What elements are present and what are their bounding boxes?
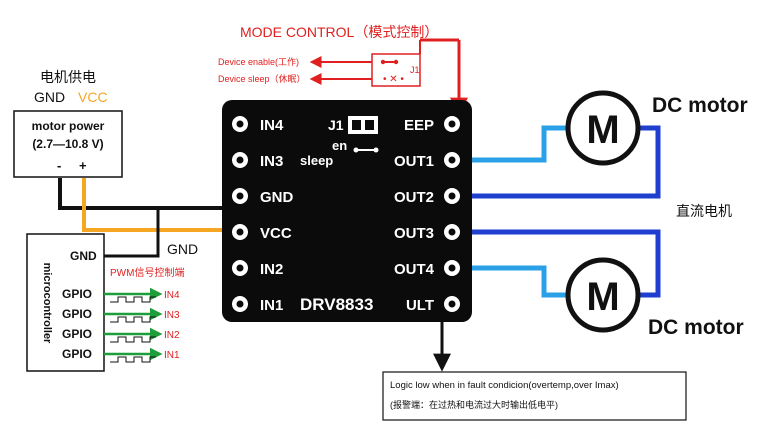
fault-line-1: Logic low when in fault condicion(overte… xyxy=(390,380,619,391)
gpio-label: GPIO xyxy=(62,287,92,301)
motor-top: M xyxy=(565,90,641,166)
power-plus-label: + xyxy=(79,158,87,173)
wire-power-gnd xyxy=(58,178,238,210)
motor-symbol-circle xyxy=(565,257,641,333)
pin-label-left: VCC xyxy=(260,225,292,242)
supply-vcc-label: VCC xyxy=(78,89,108,105)
power-minus-label: - xyxy=(57,158,61,173)
wire-out2 xyxy=(458,125,661,199)
motor-symbol: M xyxy=(586,108,619,152)
microcontroller-box xyxy=(26,233,105,372)
fault-line-2: (报警端：在过热和电流过大时输出低电平) xyxy=(390,399,558,410)
motor-symbol-circle xyxy=(565,90,641,166)
board-jumper-label: J1 xyxy=(328,117,344,133)
board-jumper-pad xyxy=(365,120,374,130)
pin-label-left: IN4 xyxy=(260,117,284,134)
board-dot xyxy=(373,147,379,153)
motor-power-box xyxy=(13,110,123,178)
device-enable-label: Device enable(工作) xyxy=(218,56,299,67)
pin-label-right: EEP xyxy=(404,117,434,134)
fault-box xyxy=(382,371,687,421)
motor-bottom-label: DC motor xyxy=(648,316,744,339)
pin-label-right: ULT xyxy=(406,297,434,314)
left-pins: IN4 IN3 GND VCC IN2 IN1 xyxy=(232,116,294,314)
microcontroller-label: microcontroller xyxy=(41,263,53,344)
device-sleep-label: Device sleep（休眠） xyxy=(218,73,306,84)
pin-label-left: GND xyxy=(260,189,294,206)
motor-bottom: M xyxy=(565,257,641,333)
dc-motor-chinese-label: 直流电机 xyxy=(676,203,732,219)
pin-label-left: IN1 xyxy=(260,297,283,314)
pwm-wave xyxy=(110,296,156,303)
motor-top-label: DC motor xyxy=(652,94,748,117)
gpio-rows: GPIO GPIO GPIO GPIO IN4 IN3 IN2 IN1 xyxy=(62,287,180,363)
mode-control-title: MODE CONTROL（模式控制） xyxy=(240,24,438,40)
mode-jumper-label: J1 xyxy=(410,65,420,75)
drv8833-board xyxy=(222,100,472,322)
input-label: IN4 xyxy=(164,290,180,301)
motor-supply-heading: 电机供电 xyxy=(40,69,96,85)
wire-out4 xyxy=(458,265,570,298)
pin-label-right: OUT2 xyxy=(394,189,434,206)
board-en-label: en xyxy=(332,138,347,153)
gpio-label: GPIO xyxy=(62,307,92,321)
input-label: IN3 xyxy=(164,310,180,321)
gpio-label: GPIO xyxy=(62,327,92,341)
wire-gnd-label: GND xyxy=(167,241,198,257)
pin-label-right: OUT4 xyxy=(394,261,435,278)
supply-gnd-label: GND xyxy=(34,89,65,105)
wire-mcu-gnd xyxy=(104,208,160,258)
pwm-wave xyxy=(110,316,156,323)
pwm-label: PWM信号控制端 xyxy=(110,266,184,279)
input-label: IN1 xyxy=(164,350,180,361)
pin-label-right: OUT1 xyxy=(394,153,434,170)
wire-out3 xyxy=(458,229,661,298)
motor-power-title: motor power xyxy=(32,119,105,133)
pwm-wave xyxy=(110,336,156,343)
jumper-cross-mark: • ✕ • xyxy=(383,74,404,85)
board-sleep-label: sleep xyxy=(300,153,333,168)
right-pins: EEP OUT1 OUT2 OUT3 OUT4 ULT xyxy=(394,116,460,314)
mode-jumper-box xyxy=(371,53,421,87)
board-chip-label: DRV8833 xyxy=(300,295,373,314)
wire-power-vcc xyxy=(82,178,238,232)
board-jumper-pad xyxy=(352,120,361,130)
motor-symbol: M xyxy=(586,275,619,319)
wire-out1 xyxy=(458,125,570,163)
pwm-wave xyxy=(110,356,156,363)
motor-power-range: (2.7—10.8 V) xyxy=(32,137,103,151)
mcu-gnd-label: GND xyxy=(70,249,97,263)
pin-label-right: OUT3 xyxy=(394,225,434,242)
pin-label-left: IN3 xyxy=(260,153,283,170)
gpio-label: GPIO xyxy=(62,347,92,361)
pin-label-left: IN2 xyxy=(260,261,283,278)
input-label: IN2 xyxy=(164,330,180,341)
